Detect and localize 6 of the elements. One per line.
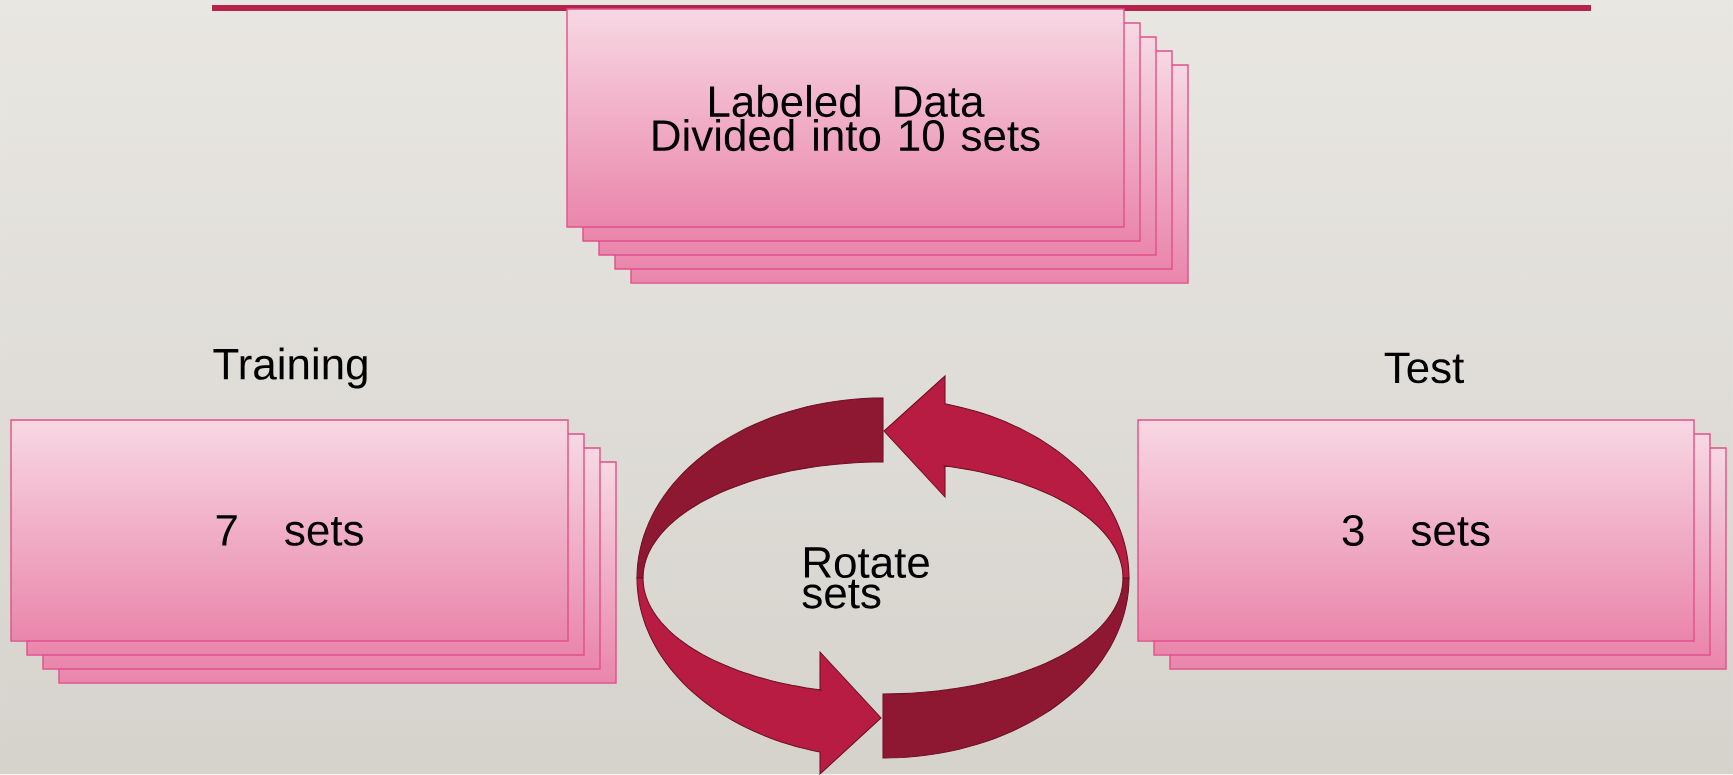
box-heading: Test <box>1384 352 1464 384</box>
stacked-box: Labeled Data Divided into 10 sets <box>566 8 1189 284</box>
box-heading: Training <box>213 347 367 389</box>
rotate-label: Rotate sets <box>802 547 929 609</box>
stacked-box: 3 sets <box>1137 419 1727 670</box>
stacked-box: 7 sets <box>10 419 617 684</box>
